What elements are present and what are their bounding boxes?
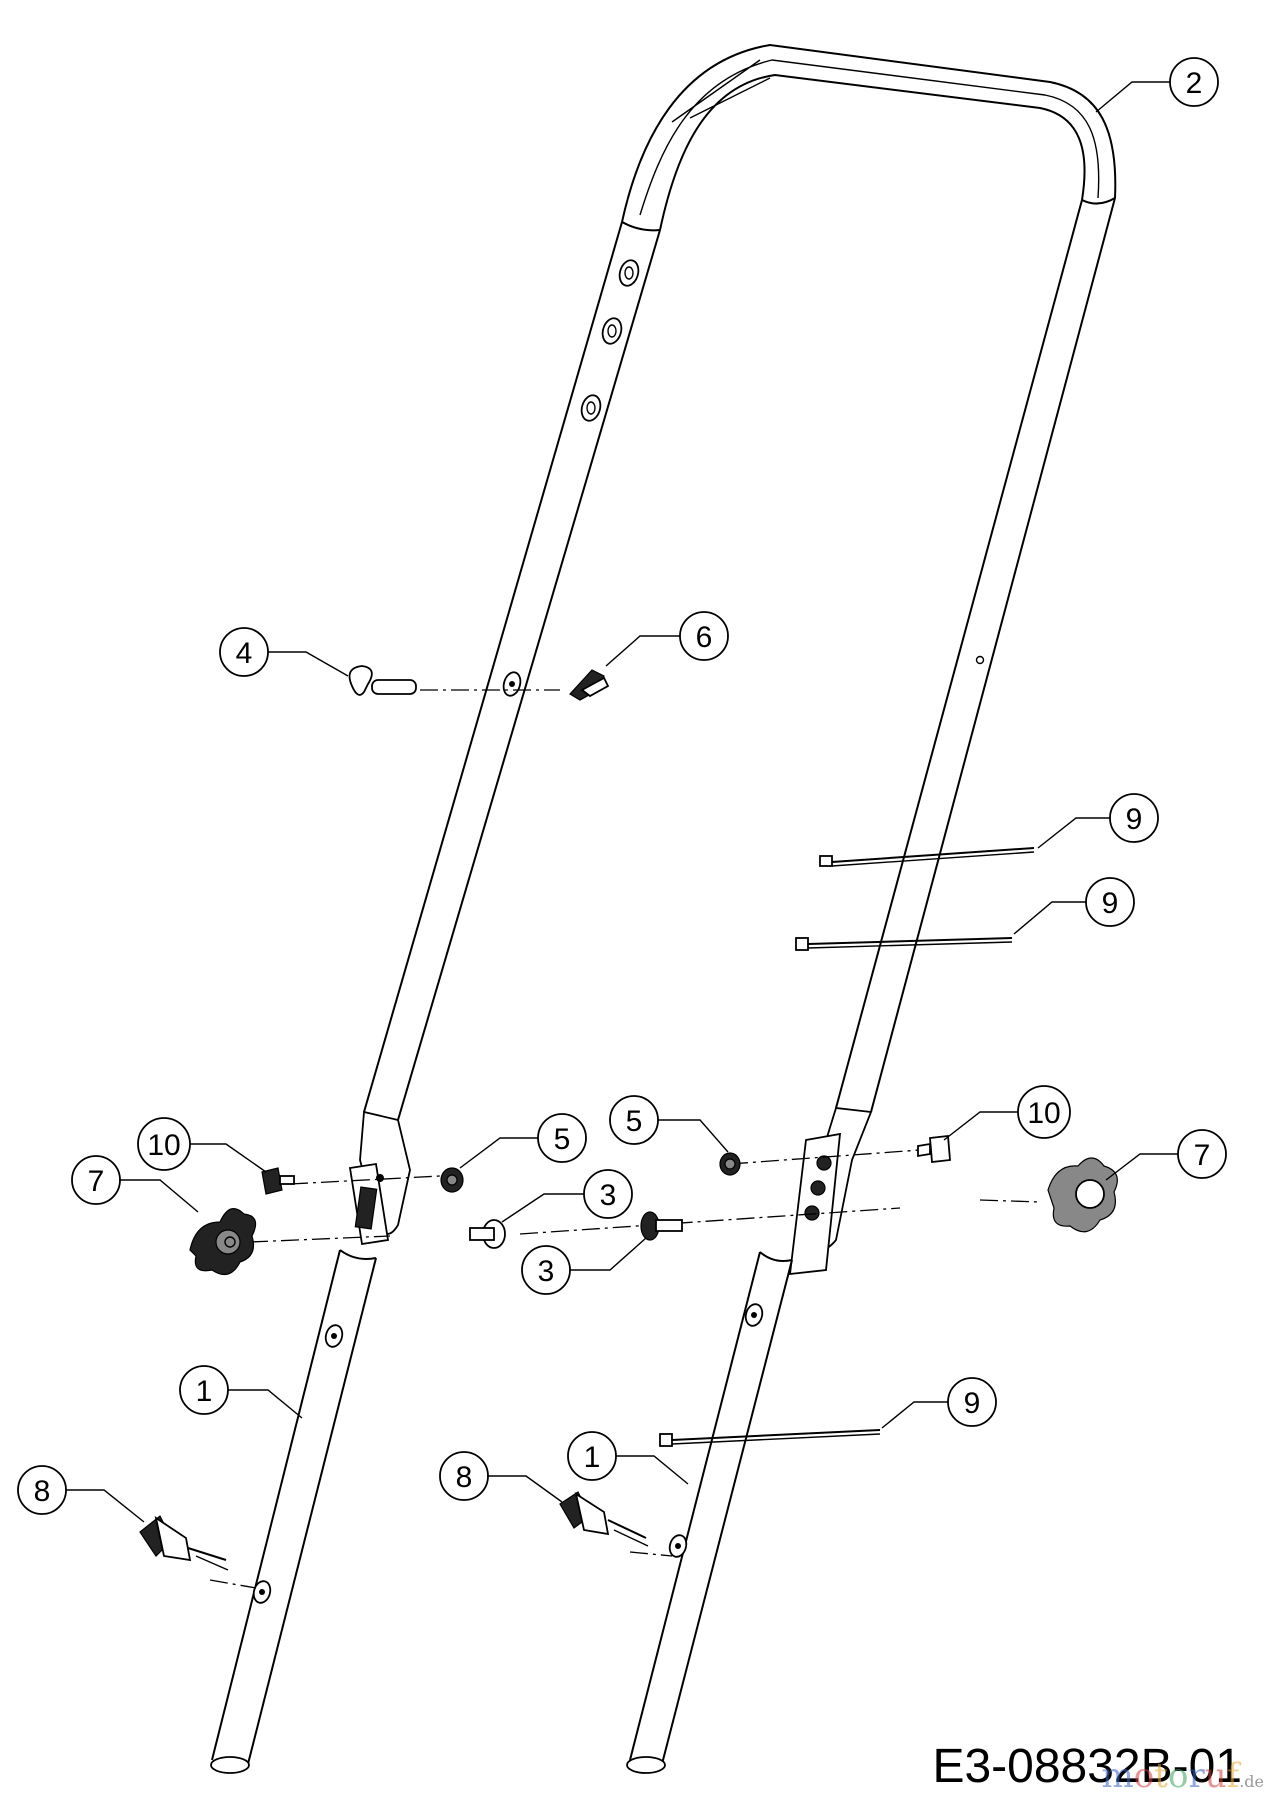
cable-guide-part (569, 669, 610, 701)
cable-clip-part (348, 665, 560, 696)
callout-label: 10 (1027, 1097, 1060, 1130)
star-knob-left (189, 1207, 257, 1276)
callout-label: 6 (696, 621, 713, 654)
callout-label: 5 (626, 1105, 643, 1138)
callout-label: 4 (236, 637, 253, 670)
callout-label: 3 (538, 1255, 555, 1288)
callout-8: 8 (439, 1451, 563, 1503)
callout-9: 9 (1013, 877, 1135, 935)
callout-4: 4 (219, 627, 349, 677)
callout-label: 1 (584, 1441, 601, 1474)
carriage-bolt-right (640, 1211, 683, 1241)
cable-tie-upper (819, 847, 1035, 867)
callout-1: 1 (179, 1365, 303, 1419)
watermark-logo: motoruf.de (1102, 1756, 1264, 1796)
callout-1: 1 (567, 1431, 689, 1485)
callout-label: 8 (34, 1475, 51, 1508)
carriage-bolt-left (469, 1219, 506, 1249)
star-knob-right (1047, 1157, 1118, 1233)
nut-right (719, 1152, 741, 1176)
callouts: 2 4 6 9 9 10 (17, 57, 1227, 1523)
cable-tie-middle (795, 937, 1013, 951)
callout-label: 7 (88, 1165, 105, 1198)
callout-9: 9 (1037, 793, 1159, 849)
callout-7: 7 (71, 1155, 199, 1213)
lower-handle-right-part (626, 1251, 793, 1774)
screw-right (917, 1135, 951, 1163)
drawing-code: E3-08832B-01 (932, 1740, 1242, 1793)
lower-handle-left-part (210, 1249, 377, 1774)
callout-label: 2 (1186, 67, 1203, 100)
callout-7: 7 (1105, 1129, 1227, 1181)
callout-6: 6 (605, 611, 729, 667)
callout-5: 5 (609, 1095, 729, 1153)
callout-label: 3 (600, 1179, 617, 1212)
callout-label: 7 (1194, 1139, 1211, 1172)
callout-9: 9 (881, 1377, 997, 1429)
callout-3: 3 (521, 1237, 647, 1295)
callout-label: 9 (964, 1387, 981, 1420)
callout-2: 2 (1095, 57, 1219, 113)
callout-3: 3 (501, 1169, 633, 1223)
callout-label: 8 (456, 1461, 473, 1494)
watermark-text: motoruf (1101, 1756, 1240, 1796)
nut-left (440, 1167, 464, 1193)
watermark-suffix: .de (1239, 1772, 1264, 1791)
callout-label: 10 (147, 1129, 180, 1162)
callout-label: 9 (1126, 803, 1143, 836)
cable-tie-lower (659, 1429, 881, 1447)
callout-label: 1 (196, 1375, 213, 1408)
callout-10: 10 (137, 1117, 267, 1173)
upper-handle-part (348, 43, 1117, 1276)
callout-label: 9 (1102, 887, 1119, 920)
callout-5: 5 (459, 1113, 587, 1169)
callout-label: 5 (554, 1123, 571, 1156)
callout-8: 8 (17, 1465, 145, 1523)
clamp-lever-right (559, 1491, 649, 1547)
callout-10: 10 (943, 1085, 1071, 1141)
clamp-lever-left (139, 1515, 229, 1571)
screw-left (261, 1167, 295, 1195)
